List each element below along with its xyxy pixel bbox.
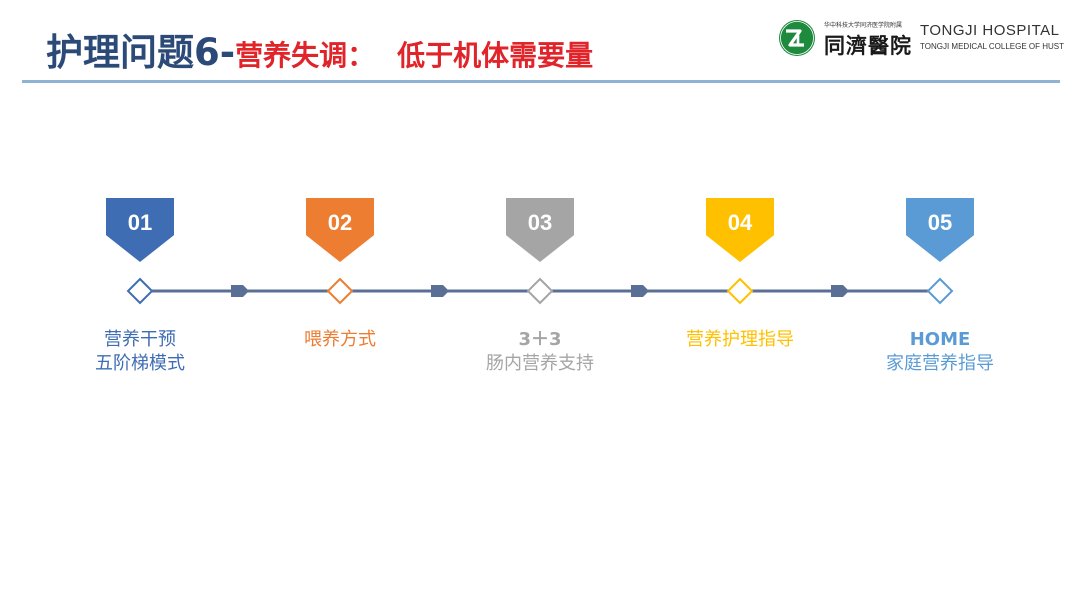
timeline-arrow-icon [431, 285, 449, 297]
step-label: HOME 家庭营养指导 [850, 328, 1030, 376]
step-number: 05 [927, 210, 953, 235]
timeline-arrow-icon [231, 285, 249, 297]
timeline-arrow-icon [831, 285, 849, 297]
step-label-line-1: 营养护理指导 [686, 329, 794, 350]
header-divider [22, 80, 1060, 83]
step-label-line-1: HOME [909, 329, 971, 350]
step-number: 01 [127, 210, 153, 235]
hospital-logo: 华中科技大学同济医学院附属 同濟醫院 TONGJI HOSPITAL TONGJ… [778, 17, 1070, 59]
timeline-node-03 [526, 277, 554, 305]
slide-title: 护理问题6-营养失调： 低于机体需要量 [46, 30, 593, 83]
step-number: 03 [527, 210, 553, 235]
step-label: 营养护理指导 [650, 328, 830, 352]
title-subtitle-detail: 低于机体需要量 [397, 39, 594, 72]
step-label-line-2: 家庭营养指导 [886, 353, 994, 374]
timeline-node-05 [926, 277, 954, 305]
step-number: 02 [327, 210, 353, 235]
step-label: 营养干预五阶梯模式 [50, 328, 230, 376]
step-label-line-1: 3＋3 [518, 329, 562, 350]
logo-name-en: TONGJI HOSPITAL [920, 22, 1060, 39]
logo-subtitle-en: TONGJI MEDICAL COLLEGE OF HUST [920, 42, 1065, 51]
step-label-line-1: 喂养方式 [304, 329, 376, 350]
timeline-node-02 [326, 277, 354, 305]
step-label: 喂养方式 [250, 328, 430, 352]
step-number: 04 [727, 210, 753, 235]
logo-name-cn: 同濟醫院 [824, 33, 912, 58]
step-label: 3＋3 肠内营养支持 [450, 328, 630, 376]
step-label-line-1: 营养干预 [104, 329, 176, 350]
timeline-node-04 [726, 277, 754, 305]
step-label-line-2: 肠内营养支持 [486, 353, 594, 374]
timeline-arrow-icon [631, 285, 649, 297]
step-label-line-2: 五阶梯模式 [95, 353, 185, 374]
logo-microtext: 华中科技大学同济医学院附属 [824, 22, 903, 29]
title-main: 护理问题6- [46, 31, 236, 74]
timeline-node-01 [126, 277, 154, 305]
hospital-emblem-icon [779, 20, 815, 56]
title-subtitle: 营养失调： [235, 39, 376, 72]
